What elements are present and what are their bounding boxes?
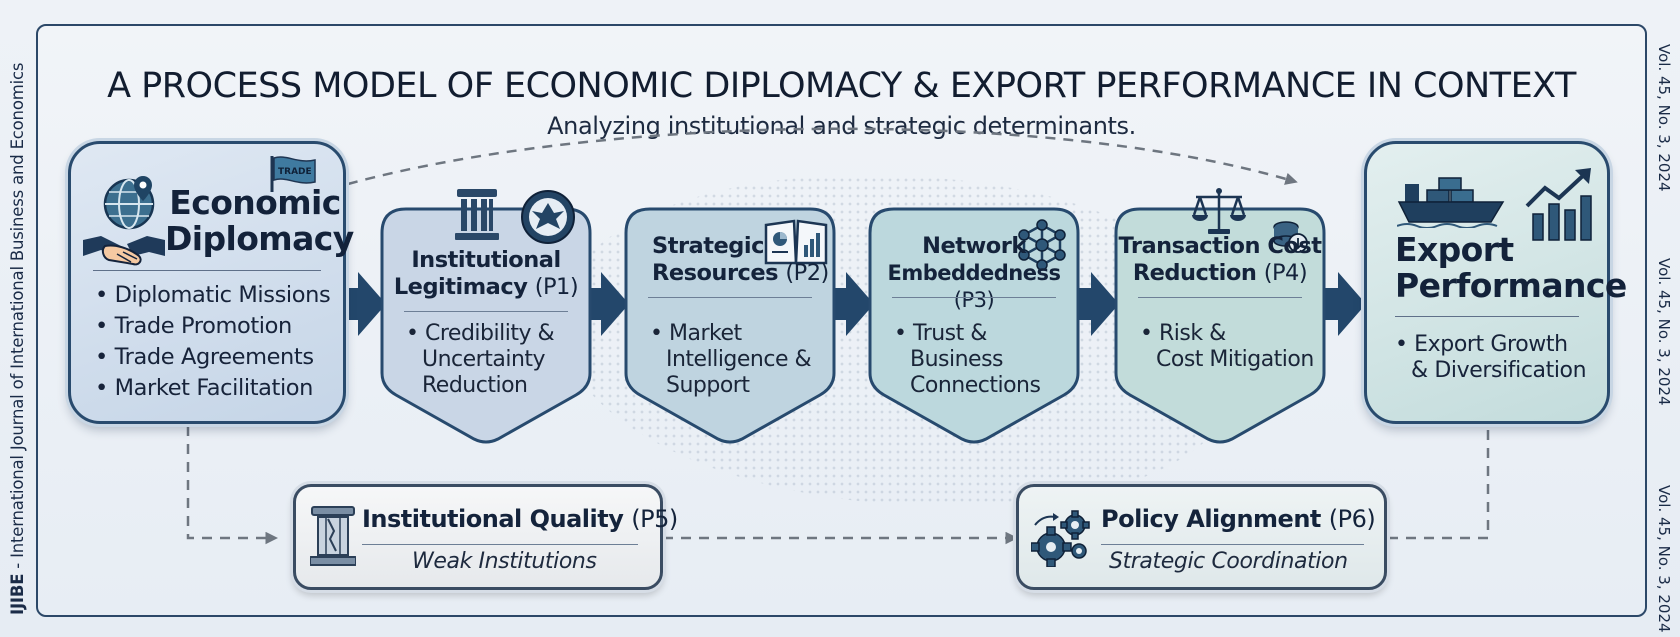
trade-flag-icon: TRADE [270,156,316,192]
iq-title: Institutional Quality (P5) [362,505,678,533]
economic-diplomacy-box: TRADE Economic Diplomacy • Diplomatic Mi… [68,141,354,424]
ep-divider [1395,316,1579,317]
list-item: • Trade Agreements [95,344,314,370]
stage-p3-divider [892,297,1056,298]
handshake-icon [83,236,165,266]
stage-p4-transaction-cost-reduction: Transaction Cost Reduction (P4) • Risk &… [1114,188,1326,447]
volume-label-middle: Vol. 45, No. 3, 2024 [1655,258,1673,406]
stage-p2-divider [648,297,812,298]
dashed-connector-ed-to-iq [186,426,278,545]
broken-column-icon [310,506,356,566]
moderator-policy-alignment: Policy Alignment (P6) Strategic Coordina… [1016,484,1387,590]
coins-icon [1273,221,1308,253]
list-item: • Diplomatic Missions [95,282,331,308]
list-item: • Trade Promotion [95,313,292,339]
flow-arrow-5 [1319,272,1366,336]
diagram-title: A PROCESS MODEL OF ECONOMIC DIPLOMACY & … [107,66,1576,106]
network-nodes-icon [1018,219,1066,271]
iq-subtitle: Weak Institutions [412,549,597,574]
pa-divider [1101,544,1364,545]
journal-label: IJIBE - International Journal of Interna… [8,62,27,615]
moderator-institutional-quality: Institutional Quality (P5) Weak Institut… [293,484,678,590]
seal-icon [521,190,575,244]
dashed-arc-connector [347,127,1298,186]
pa-subtitle: Strategic Coordination [1109,549,1348,574]
ed-divider [93,270,321,271]
globe-pin-icon [103,176,155,230]
stage-p1-institutional-legitimacy: Institutional Legitimacy (P1) • Credibil… [380,189,592,447]
trade-flag-text: TRADE [278,167,312,177]
ed-title-line2: Diplomacy [165,219,354,258]
export-performance-box: Export Performance • Export Growth & Div… [1364,141,1627,424]
list-item: • Market Facilitation [95,375,314,401]
stage-p1-bullets: • Credibility & Uncertainty Reduction [406,321,555,398]
gears-icon [1031,510,1090,567]
stage-p2-bullets: • Market Intelligence & Support [650,321,812,398]
volume-label-bottom: Vol. 45, No. 3, 2024 [1655,485,1673,633]
stage-p3-title: Network Embeddedness (P3) [887,233,1061,312]
volume-label-top: Vol. 45, No. 3, 2024 [1655,44,1673,192]
iq-divider [362,544,638,545]
pa-title: Policy Alignment (P6) [1101,505,1376,533]
flow-arrow-3 [827,272,874,336]
stage-p1-divider [404,311,568,312]
ed-item-list: • Diplomatic Missions • Trade Promotion … [95,280,331,404]
stage-p4-bullets: • Risk & Cost Mitigation [1140,321,1314,372]
stage-p3-network-embeddedness: Network Embeddedness (P3) • Trust & Busi… [868,207,1080,447]
export-performance-title: Export Performance [1395,230,1627,305]
growth-chart-icon [1525,168,1592,241]
dashed-connector-pa-to-ep [1388,406,1495,540]
ep-bullets: • Export Growth & Diversification [1395,332,1587,383]
report-book-icon [764,219,828,265]
scales-icon [1192,188,1246,234]
cargo-ship-icon [1397,177,1505,228]
stage-p2-strategic-resources: Strategic Resources (P2) • Market Intell… [624,207,836,447]
flow-arrow-1 [339,272,386,336]
stage-p4-divider [1138,297,1302,298]
flow-arrow-2 [582,272,629,336]
stage-p2-title: Strategic Resources (P2) [652,233,829,286]
flow-arrow-4 [1072,272,1119,336]
stage-p1-title: Institutional Legitimacy (P1) [393,247,579,300]
column-icon [455,189,499,240]
diagram-subtitle: Analyzing institutional and strategic de… [547,112,1136,140]
stage-p4-title: Transaction Cost Reduction (P4) [1118,233,1322,286]
connector-layer [186,127,1495,545]
ed-title-line1: Economic [169,183,341,222]
stage-p3-bullets: • Trust & Business Connections [894,321,1041,398]
economic-diplomacy-title: Economic Diplomacy [165,183,354,258]
